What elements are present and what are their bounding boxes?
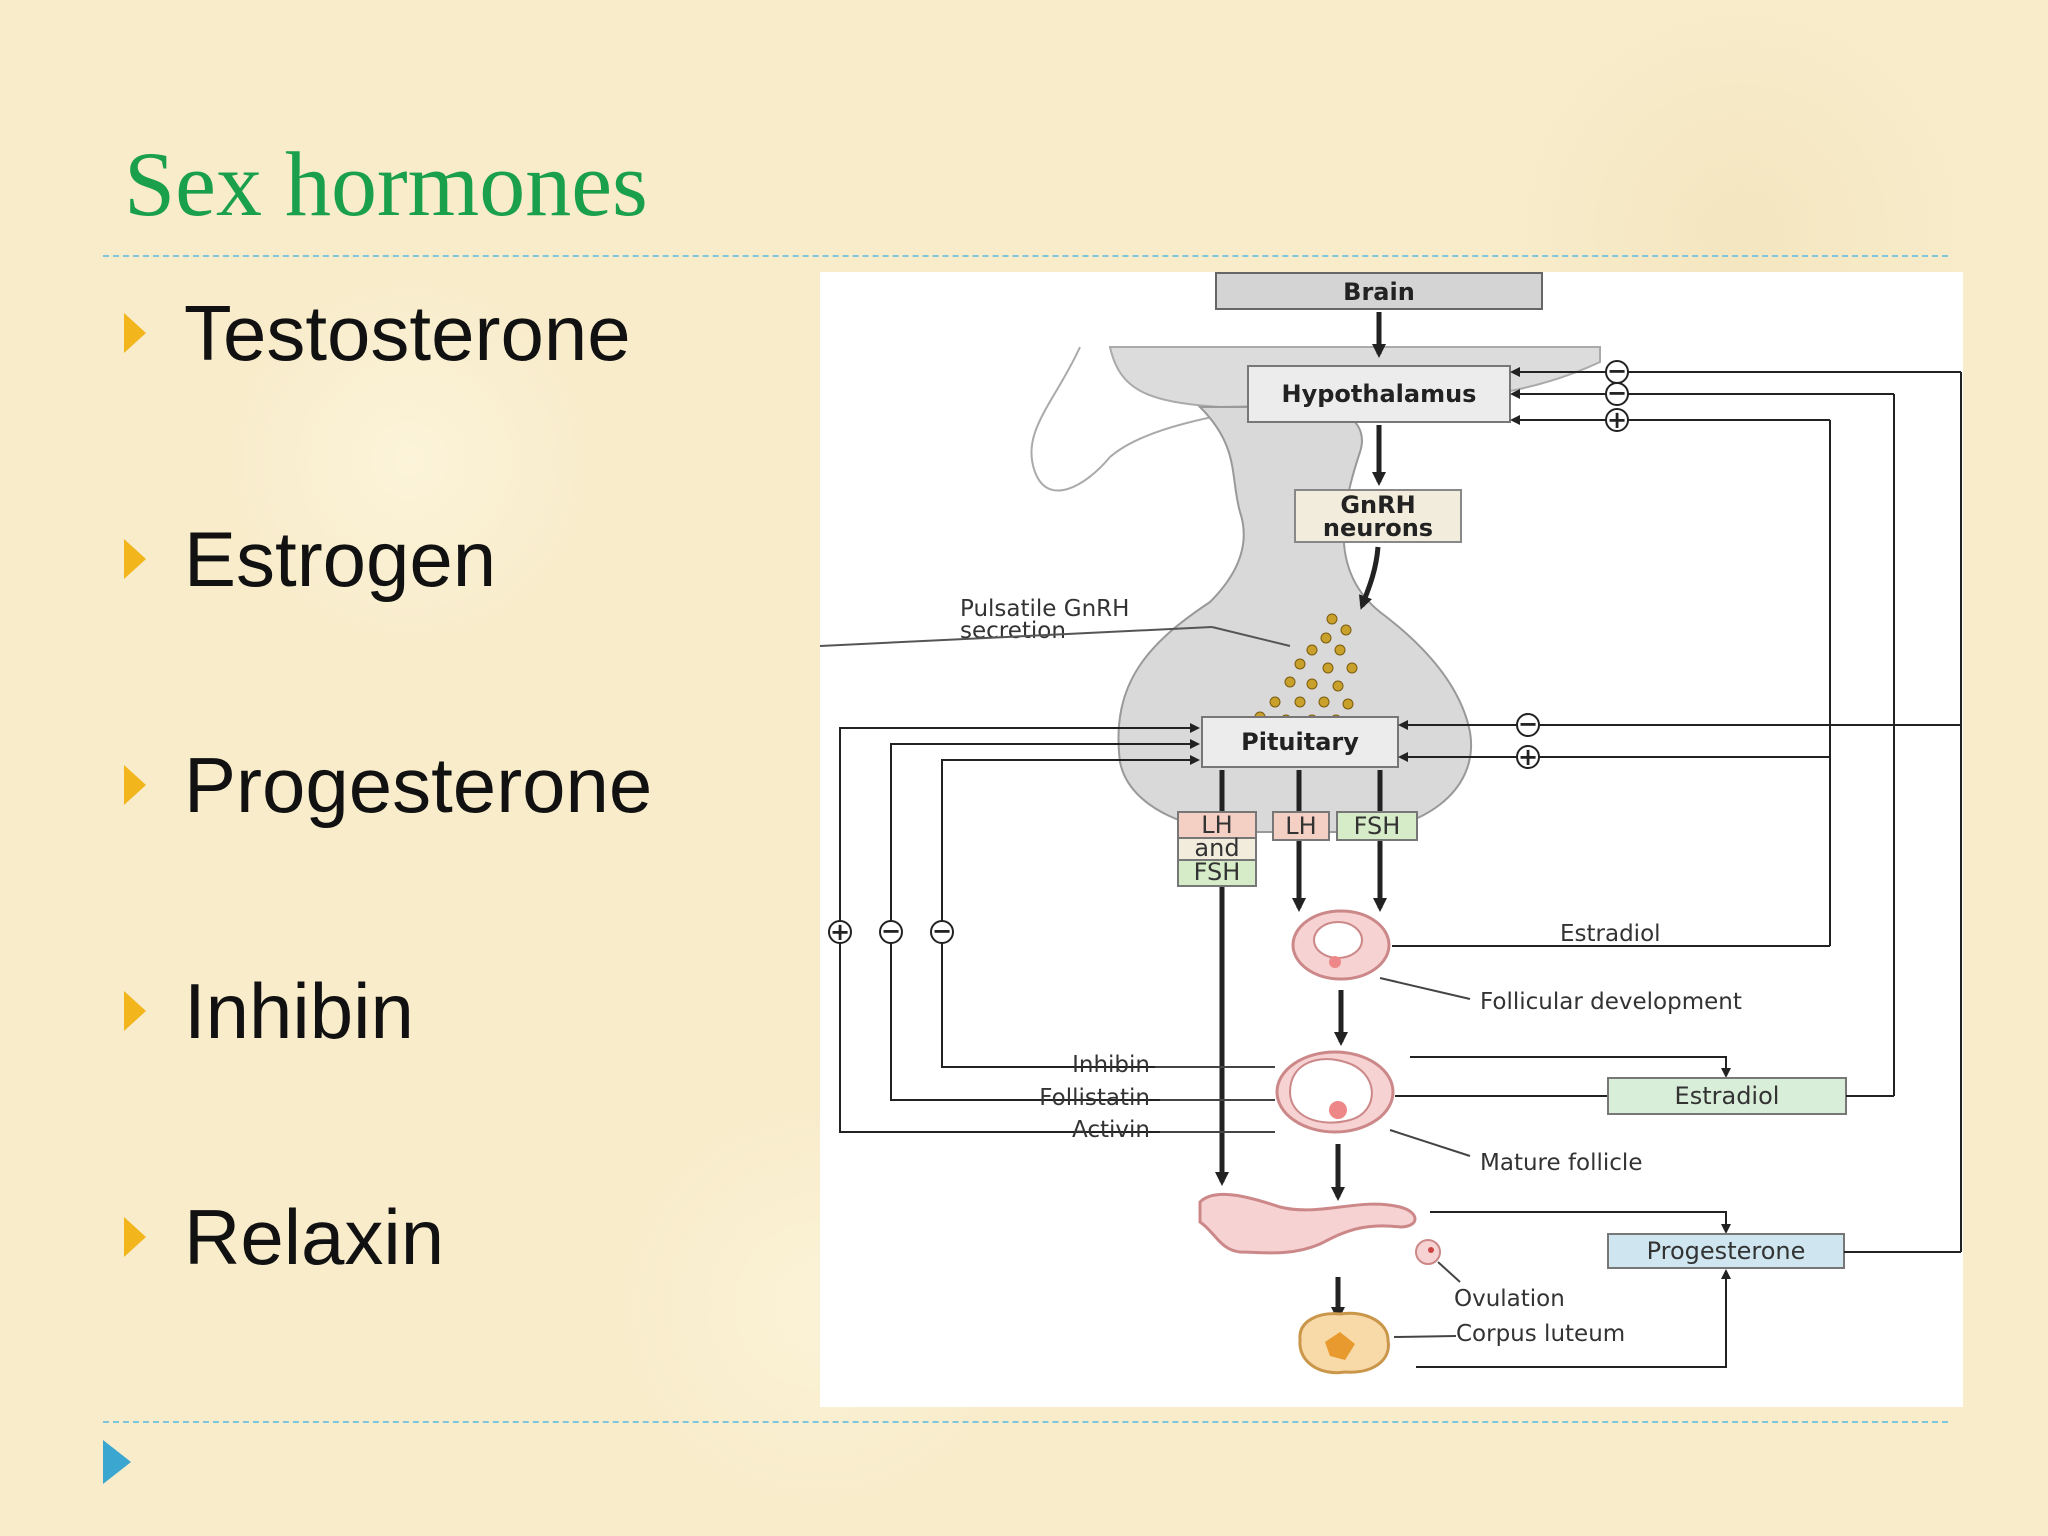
lh-label: LH [1285, 812, 1316, 840]
bullet-text: Progesterone [184, 740, 653, 829]
brain-node [1215, 272, 1543, 310]
bullet-arrow-icon [124, 991, 146, 1031]
corpus-luteum-label: Corpus luteum [1456, 1321, 1625, 1347]
fsh-box [1336, 811, 1418, 841]
lh-fsh-box [1177, 859, 1257, 887]
developing-follicle-illustration [1291, 909, 1391, 981]
bullet-arrow-icon [124, 1217, 146, 1257]
inhibin-label: Inhibin [1072, 1052, 1150, 1078]
gnrh-label-line2: neurons [1323, 514, 1433, 542]
estradiol-label: Estradiol [1560, 921, 1661, 947]
pituitary-feedback-left: + − − [828, 723, 1200, 1133]
bullet-text: Inhibin [184, 966, 414, 1055]
progesterone-box [1607, 1233, 1845, 1269]
next-slide-arrow-icon[interactable] [103, 1440, 131, 1484]
minus-sign-4: − [881, 917, 901, 945]
bullet-text: Testosterone [184, 288, 631, 377]
minus-sign-1: − [1607, 357, 1627, 385]
pulsatile-label-line1: Pulsatile GnRH [960, 596, 1129, 622]
bullet-item-inhibin: Inhibin [124, 966, 414, 1056]
fsh-label: FSH [1354, 812, 1401, 840]
lh-fsh-label-line2: and [1194, 834, 1239, 862]
estradiol-box-label: Estradiol [1675, 1082, 1780, 1110]
hypothalamus-label: Hypothalamus [1282, 380, 1477, 408]
pulsatile-label-line2: secretion [960, 618, 1066, 644]
bullet-item-estrogen: Estrogen [124, 514, 496, 604]
minus-sign-3: − [1518, 710, 1538, 738]
brain-label: Brain [1343, 278, 1415, 306]
lh-fsh-label-line1: LH [1201, 811, 1232, 839]
bullet-item-testosterone: Testosterone [124, 288, 631, 378]
ovulation-illustration [1198, 1192, 1441, 1265]
mature-follicle-illustration [1275, 1050, 1395, 1134]
mature-follicle-label: Mature follicle [1480, 1150, 1642, 1176]
bottom-divider [103, 1421, 1948, 1423]
lh-fsh-label-line3: FSH [1194, 858, 1241, 886]
slide-title: Sex hormones [124, 133, 648, 235]
pituitary-label: Pituitary [1241, 728, 1359, 756]
progesterone-box-label: Progesterone [1647, 1237, 1806, 1265]
bullet-text: Relaxin [184, 1192, 445, 1281]
bullet-item-relaxin: Relaxin [124, 1192, 444, 1282]
bullet-arrow-icon [124, 313, 146, 353]
bullet-text: Estrogen [184, 514, 497, 603]
follistatin-label: Follistatin [1039, 1085, 1150, 1111]
gnrh-label-line1: GnRH [1340, 491, 1415, 519]
top-divider [103, 255, 1948, 257]
follicular-development-label: Follicular development [1480, 989, 1742, 1015]
pituitary-feedback-right: − + [1398, 710, 1961, 771]
estradiol-box [1607, 1077, 1847, 1115]
ovulation-label: Ovulation [1454, 1286, 1565, 1312]
minus-sign-2: − [1607, 379, 1627, 407]
activin-label: Activin [1072, 1117, 1150, 1143]
bullet-arrow-icon [124, 539, 146, 579]
corpus-luteum-illustration [1298, 1311, 1390, 1375]
hormone-axis-diagram: Brain Hypothalamus GnRH neurons Pulsatil… [820, 272, 1963, 1407]
hypothalamus-feedback: − − + [1510, 357, 1961, 434]
plus-sign-1: + [1607, 406, 1627, 434]
bullet-arrow-icon [124, 765, 146, 805]
plus-sign-2: + [1518, 743, 1538, 771]
minus-sign-5: − [932, 917, 952, 945]
bullet-item-progesterone: Progesterone [124, 740, 652, 830]
lh-box [1272, 811, 1330, 841]
pituitary-node [1201, 716, 1399, 768]
plus-sign-3: + [830, 918, 850, 946]
gnrh-neurons-node [1294, 489, 1462, 543]
